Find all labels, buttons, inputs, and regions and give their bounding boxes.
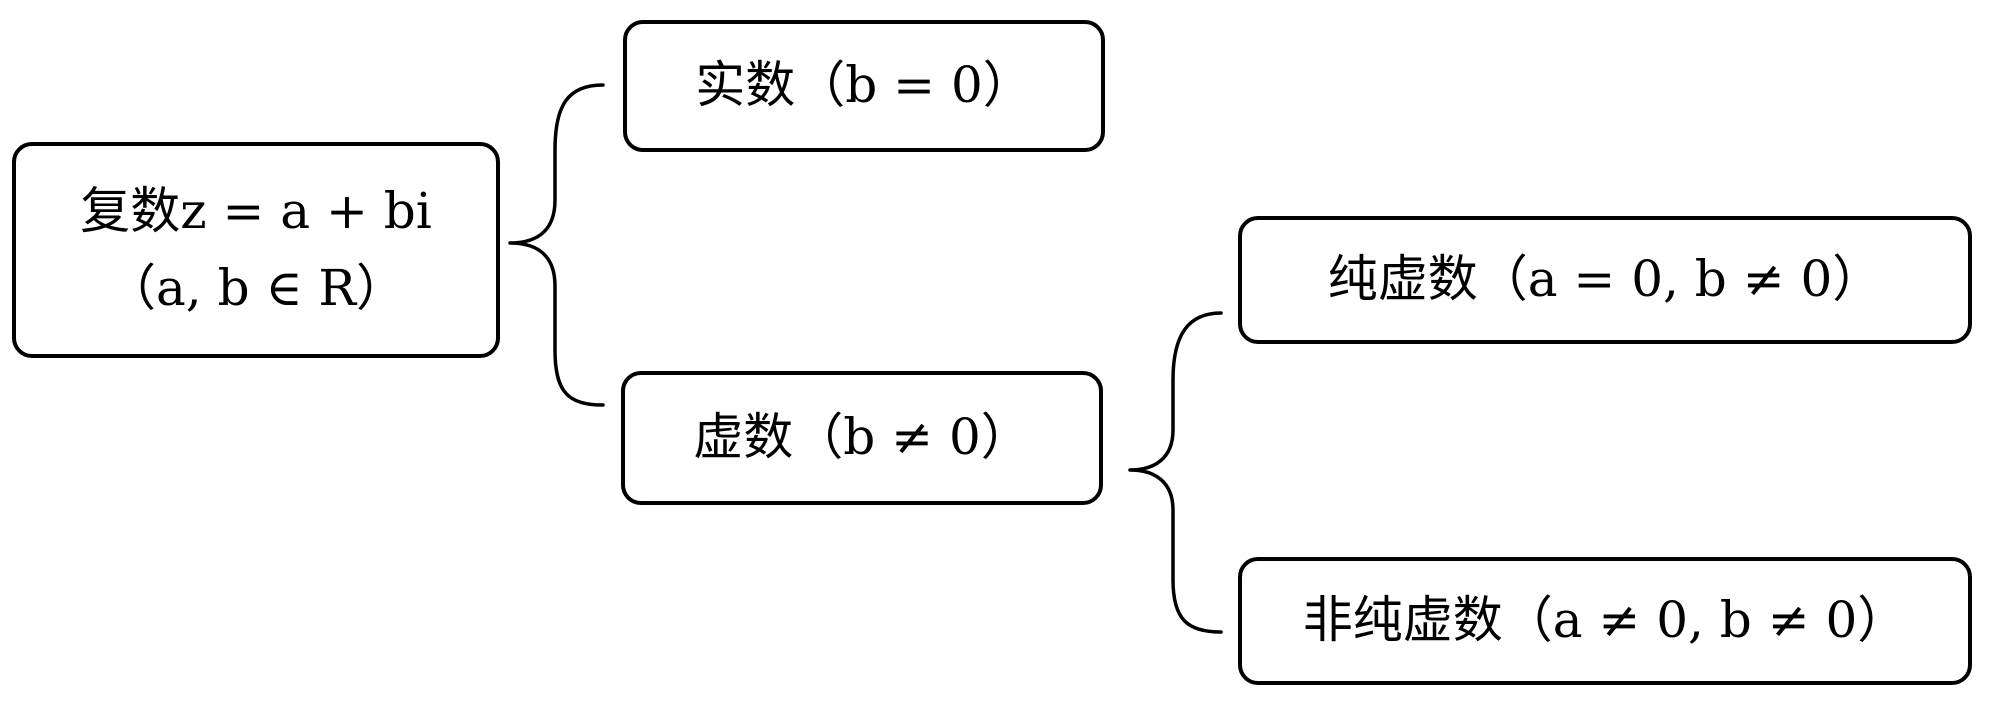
complex-number-condition: （a, b ∈ R）	[105, 259, 407, 317]
non-pure-imaginary-label: 非纯虚数（a ≠ 0, b ≠ 0）	[1302, 591, 1908, 650]
real-number-node: 实数（b = 0）	[623, 20, 1105, 152]
real-number-label: 实数（b = 0）	[695, 56, 1033, 115]
brace-imaginary	[1128, 311, 1223, 634]
complex-number-node: 复数z = a + bi （a, b ∈ R）	[12, 142, 500, 358]
brace-root	[508, 83, 605, 407]
pure-imaginary-label: 纯虚数（a = 0, b ≠ 0）	[1327, 250, 1883, 309]
imaginary-number-node: 虚数（b ≠ 0）	[621, 371, 1103, 505]
imaginary-number-label: 虚数（b ≠ 0）	[693, 408, 1031, 467]
pure-imaginary-node: 纯虚数（a = 0, b ≠ 0）	[1238, 216, 1972, 344]
complex-number-definition: 复数z = a + bi	[80, 181, 432, 240]
non-pure-imaginary-node: 非纯虚数（a ≠ 0, b ≠ 0）	[1238, 557, 1972, 685]
